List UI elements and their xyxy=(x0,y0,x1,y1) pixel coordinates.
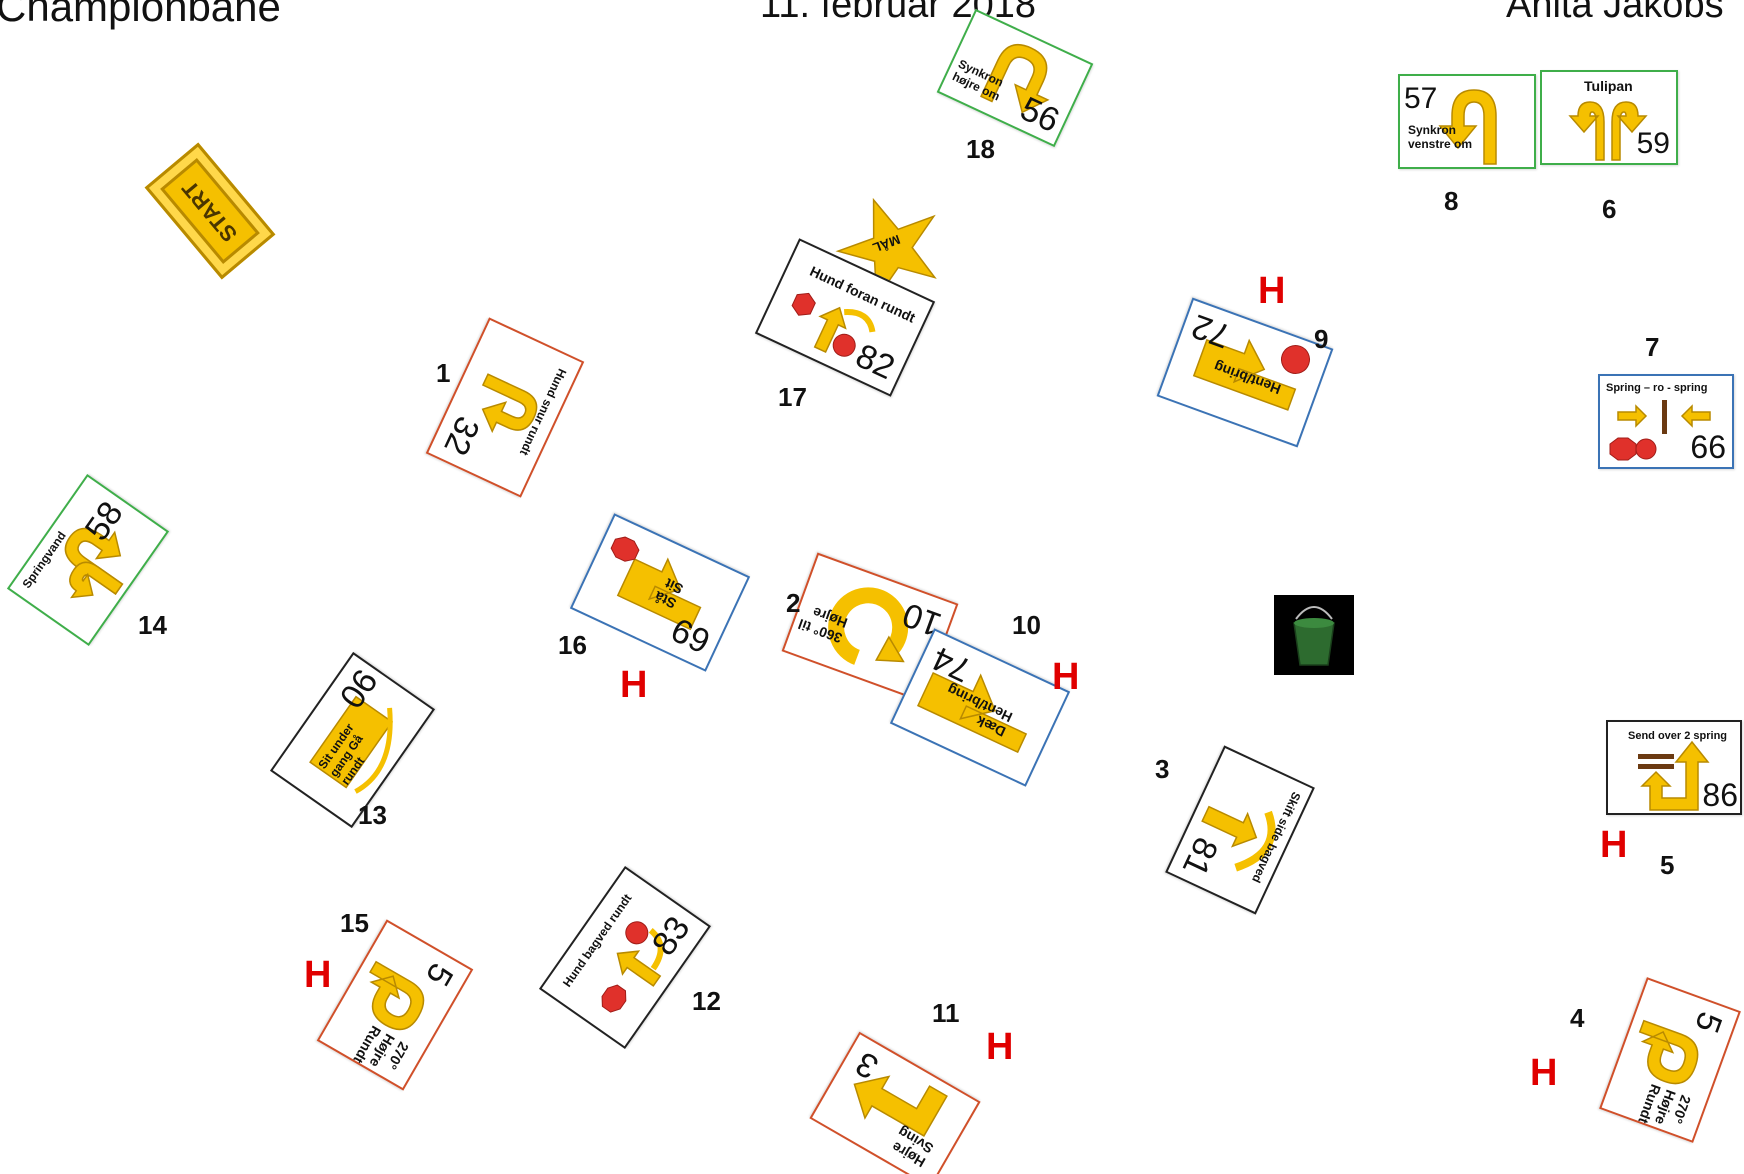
station-order-4: 4 xyxy=(1570,1005,1584,1031)
sign-station-12: Hund bagved rundt 83 xyxy=(539,866,711,1049)
h-marker: H xyxy=(1052,658,1079,696)
sign-title: Spring – ro - spring xyxy=(1606,382,1707,395)
station-order-16: 16 xyxy=(558,632,587,658)
sign-station-7: Spring – ro - spring 66 xyxy=(1598,374,1734,469)
h-marker: H xyxy=(986,1028,1013,1066)
sign-number: 59 xyxy=(1637,129,1670,159)
sign-station-15: 270° Højre Rundt 5 xyxy=(317,919,474,1090)
sign-station-6: Tulipan 59 xyxy=(1540,70,1678,165)
h-marker: H xyxy=(304,956,331,994)
station-order-9: 9 xyxy=(1314,326,1328,352)
bucket xyxy=(1274,595,1354,675)
turn-arrow-icon xyxy=(426,318,582,497)
station-order-2: 2 xyxy=(786,590,800,616)
course-title: Championbane xyxy=(0,0,281,28)
station-order-8: 8 xyxy=(1444,188,1458,214)
sign-station-16: Stå Sit 69 xyxy=(570,513,750,672)
sign-number: 66 xyxy=(1690,431,1726,463)
station-order-3: 3 xyxy=(1155,756,1169,782)
sign-station-18: Synkron højre om 56 xyxy=(937,9,1094,147)
sign-station-1: Hund snur rundt 32 xyxy=(426,317,585,497)
h-marker: H xyxy=(1258,272,1285,310)
sign-station-8: 57 Synkron venstre om xyxy=(1398,74,1536,169)
sign-station-13: Sit under gang Gå rundt 90 xyxy=(270,652,435,828)
station-order-18: 18 xyxy=(966,136,995,162)
sign-title: Tulipan xyxy=(1584,78,1633,94)
station-order-1: 1 xyxy=(436,360,450,386)
station-order-15: 15 xyxy=(340,910,369,936)
station-order-14: 14 xyxy=(138,612,167,638)
station-order-17: 17 xyxy=(778,384,807,410)
sign-station-5: Send over 2 spring 86 xyxy=(1606,720,1742,815)
sign-number: 86 xyxy=(1702,779,1738,811)
h-marker: H xyxy=(620,666,647,704)
sign-station-3: Skift side bagved 81 xyxy=(1165,745,1315,914)
station-order-6: 6 xyxy=(1602,196,1616,222)
station-order-10: 10 xyxy=(1012,612,1041,638)
sign-station-9: Hent/bring 72 xyxy=(1157,298,1334,448)
sign-number: 57 xyxy=(1404,84,1437,114)
sign-title: Synkron venstre om xyxy=(1408,124,1478,152)
start-sign: START xyxy=(145,143,276,280)
sign-station-4: 270° Højre Rundt 5 xyxy=(1599,977,1741,1143)
h-marker: H xyxy=(1530,1054,1557,1092)
sign-title: Send over 2 spring xyxy=(1628,730,1727,743)
station-order-7: 7 xyxy=(1645,334,1659,360)
course-author: Anita Jakobs xyxy=(1506,0,1724,24)
station-order-13: 13 xyxy=(358,802,387,828)
station-order-12: 12 xyxy=(692,988,721,1014)
h-marker: H xyxy=(1600,826,1627,864)
sign-station-11: Højre Sving 3 xyxy=(809,1032,980,1174)
bucket-icon xyxy=(1274,595,1354,675)
station-order-5: 5 xyxy=(1660,852,1674,878)
switch-side-arrow-icon xyxy=(1165,746,1312,914)
station-order-11: 11 xyxy=(932,1000,960,1026)
